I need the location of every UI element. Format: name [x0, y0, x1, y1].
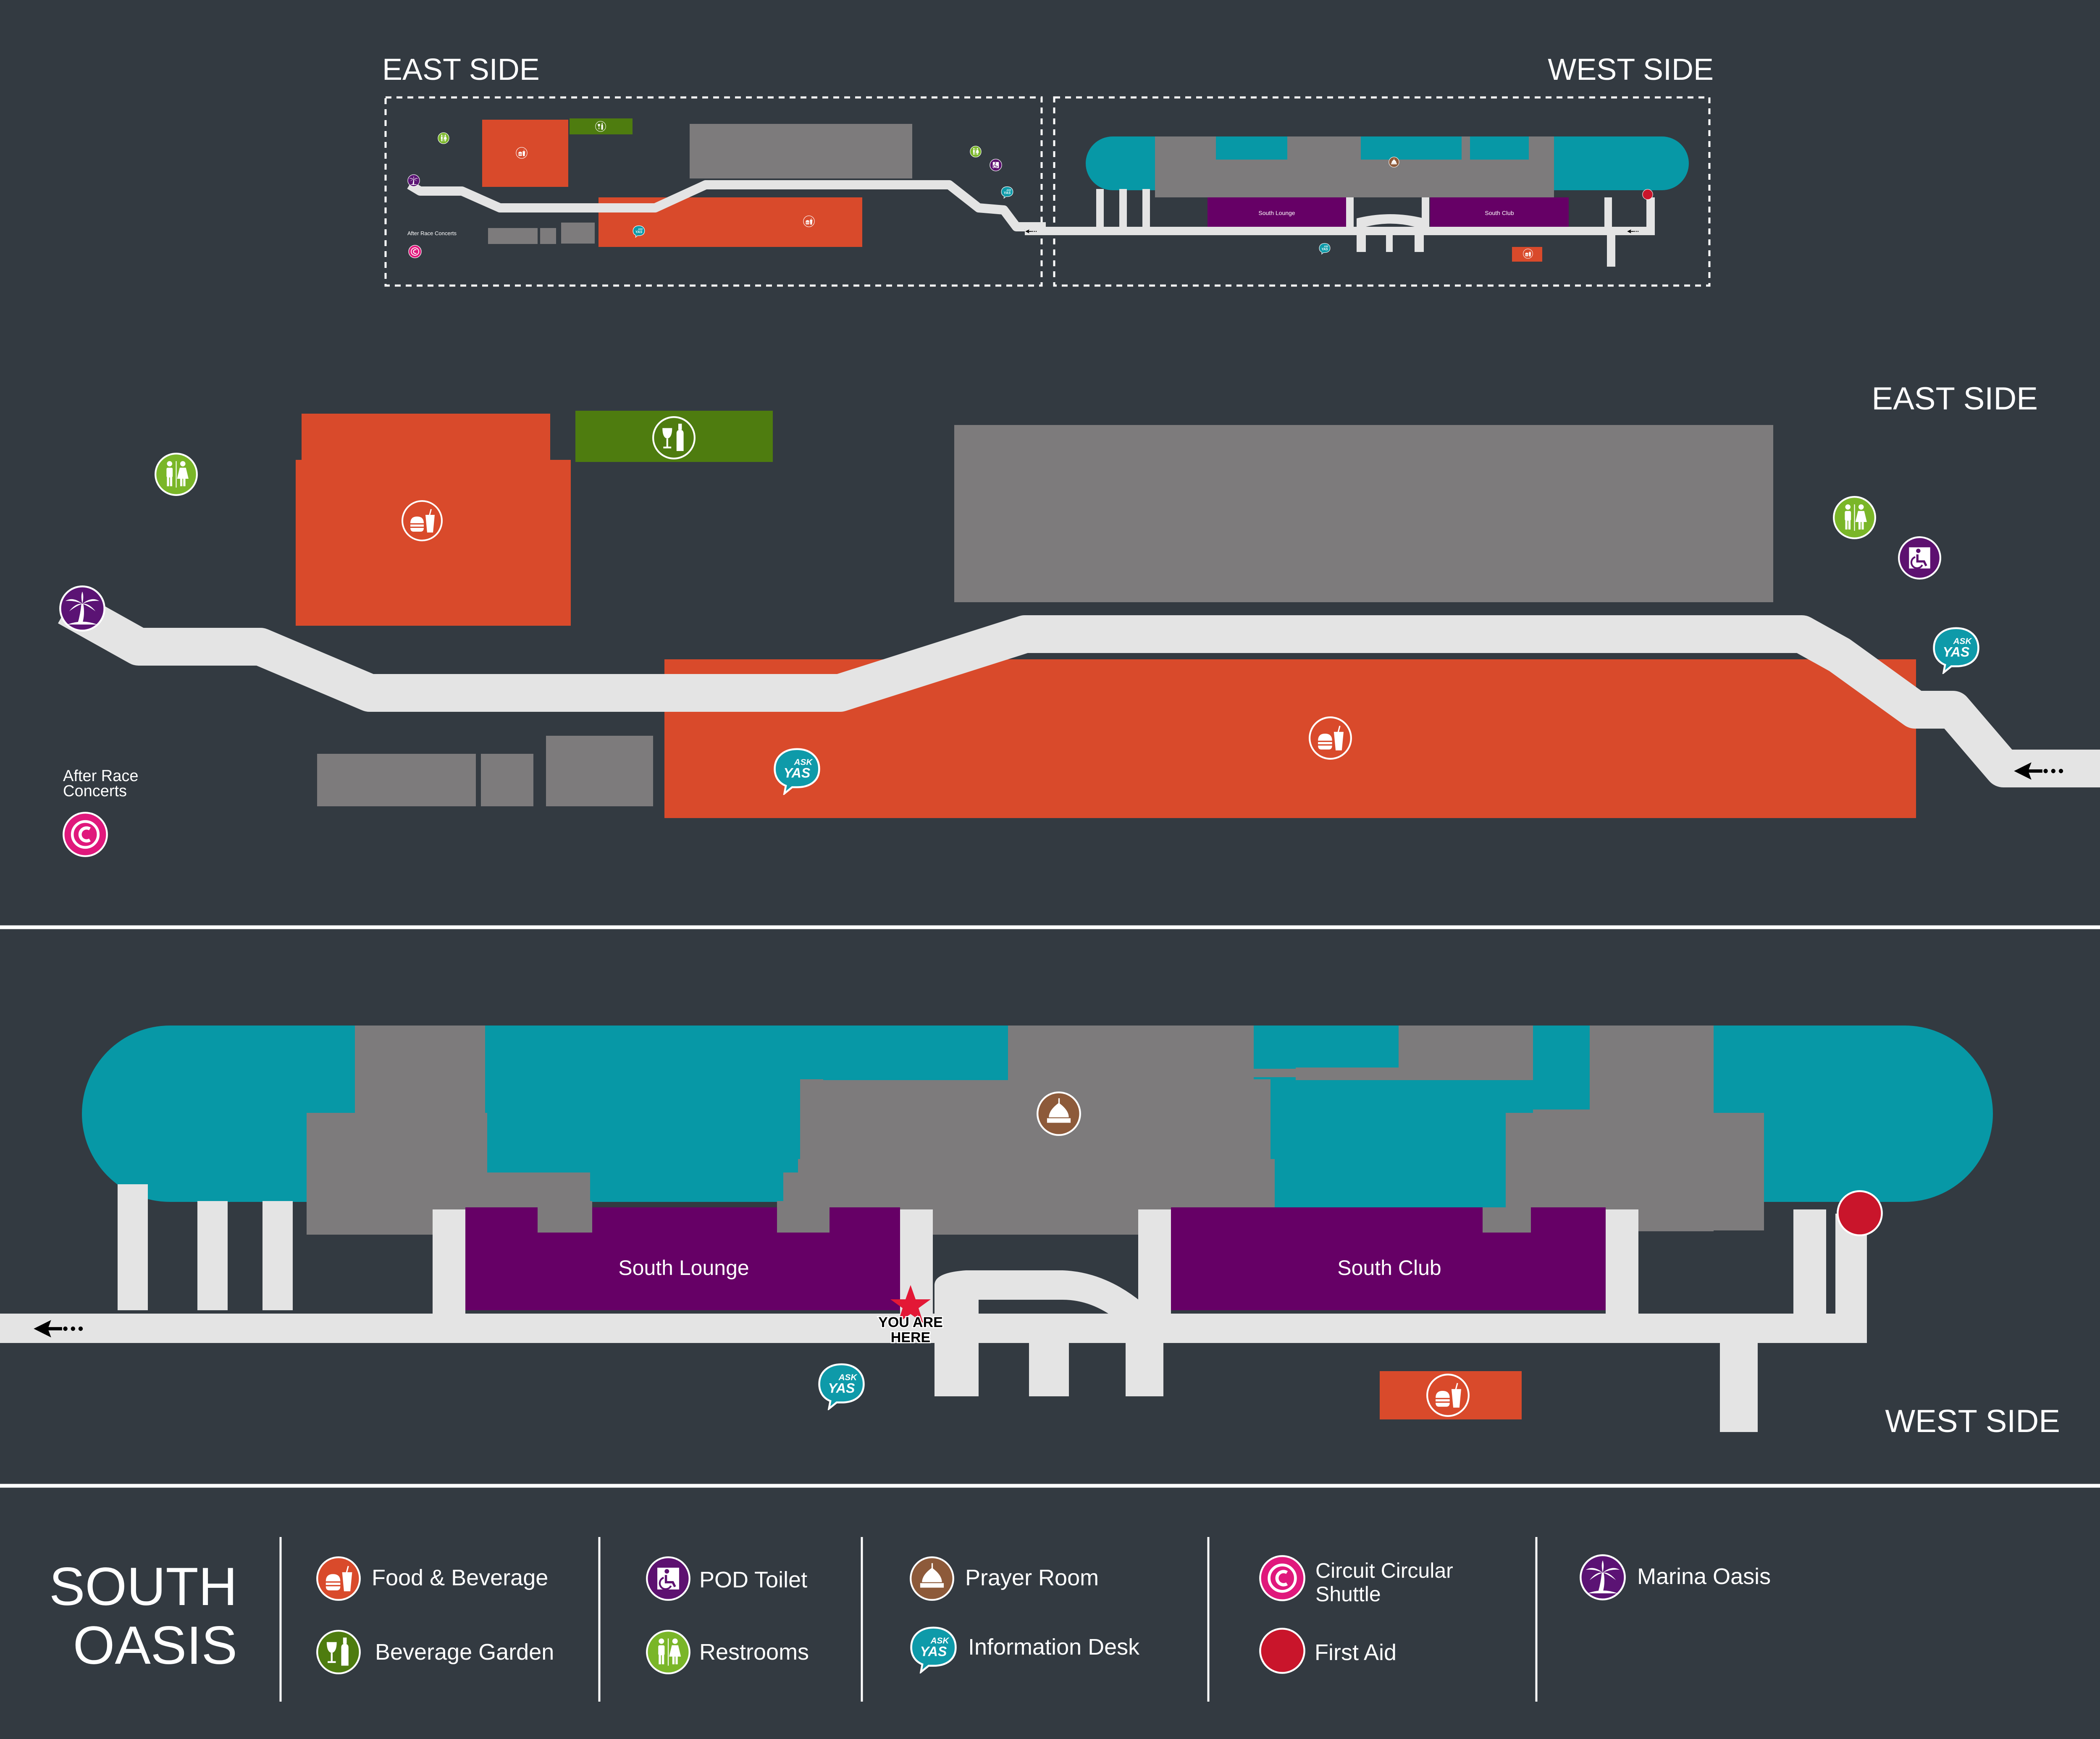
building-east-large: [954, 425, 1773, 602]
legend-pod-toilet: POD Toilet: [699, 1567, 807, 1592]
circuit-shuttle-icon-east[interactable]: [63, 813, 107, 856]
legend: SOUTH OASIS Food & Beverage Beverage Gar…: [49, 1537, 1771, 1702]
food-icon-east-2[interactable]: [1310, 717, 1351, 759]
legend-prayer-room-icon: [911, 1557, 953, 1600]
east-side-map: EAST SIDE After Race Concerts: [58, 381, 2100, 856]
legend-information-desk: Information Desk: [968, 1634, 1140, 1660]
food-area-1b[interactable]: [296, 460, 571, 626]
info-desk-icon-west[interactable]: [819, 1364, 864, 1409]
overview-south-club: South Club: [1485, 210, 1514, 216]
legend-title-line2: OASIS: [73, 1616, 237, 1676]
building-east-small-2: [481, 754, 533, 806]
food-icon-east-1[interactable]: [402, 500, 443, 541]
legend-food-beverage: Food & Beverage: [372, 1565, 548, 1590]
overview-east-frame[interactable]: [384, 96, 1043, 287]
pod-toilet-icon-east[interactable]: [1899, 537, 1940, 579]
you-are-here-line2: HERE: [891, 1330, 930, 1346]
legend-first-aid: First Aid: [1315, 1640, 1396, 1665]
overview-map: EAST SIDE WEST SIDE After Rac: [382, 53, 1714, 287]
first-aid-icon-west[interactable]: [1838, 1191, 1882, 1235]
building-east-small-3: [546, 736, 653, 806]
overview-south-lounge: South Lounge: [1258, 210, 1295, 216]
legend-marina-oasis-icon: [1580, 1555, 1625, 1599]
overview-after-race: After Race Concerts: [407, 230, 457, 236]
west-walkways[interactable]: [0, 1184, 1867, 1432]
prayer-room-icon[interactable]: [1037, 1092, 1080, 1135]
overview-west-label: WEST SIDE: [1548, 53, 1714, 87]
marina-oasis-icon-east[interactable]: [60, 586, 104, 630]
east-side-title: EAST SIDE: [1872, 381, 2038, 417]
south-lounge-label: South Lounge: [618, 1256, 749, 1280]
overview-west-frame[interactable]: [1053, 96, 1711, 287]
legend-information-desk-icon: [911, 1628, 956, 1672]
west-side-map: WEST SIDE: [0, 1026, 2060, 1439]
legend-circuit-shuttle-icon: [1260, 1556, 1304, 1600]
legend-restrooms: Restrooms: [699, 1639, 809, 1665]
after-race-label-1: After Race: [63, 767, 139, 785]
legend-prayer-room: Prayer Room: [965, 1565, 1099, 1590]
legend-circuit-shuttle-2: Shuttle: [1315, 1582, 1381, 1606]
food-icon-west[interactable]: [1427, 1374, 1469, 1416]
south-club-label: South Club: [1337, 1256, 1441, 1280]
you-are-here-marker: YOU ARE HERE: [877, 1285, 944, 1347]
legend-beverage-garden-icon: [317, 1631, 360, 1673]
restrooms-icon-east-1[interactable]: [155, 454, 197, 495]
building-east-small-1: [317, 754, 476, 806]
restrooms-icon-east-2[interactable]: [1834, 497, 1875, 538]
legend-marina-oasis: Marina Oasis: [1637, 1564, 1771, 1589]
after-race-label-2: Concerts: [63, 782, 127, 800]
legend-first-aid-icon: [1260, 1629, 1304, 1673]
overview-east-map: After Race Concerts: [407, 118, 1046, 258]
you-are-here-line1: YOU ARE: [878, 1314, 943, 1330]
legend-food-beverage-icon: [317, 1557, 360, 1600]
beverage-garden-icon-east[interactable]: [653, 417, 695, 459]
legend-restrooms-icon: [647, 1631, 690, 1673]
food-area-1[interactable]: [302, 414, 550, 460]
overview-east-label: EAST SIDE: [382, 53, 540, 87]
legend-title-line1: SOUTH: [49, 1557, 237, 1617]
legend-circuit-shuttle-1: Circuit Circular: [1315, 1559, 1453, 1582]
east-walkway[interactable]: [58, 590, 2100, 787]
west-side-title: WEST SIDE: [1885, 1403, 2060, 1439]
legend-beverage-garden: Beverage Garden: [375, 1639, 554, 1665]
legend-pod-toilet-icon: [647, 1557, 690, 1600]
info-desk-icon-east-2[interactable]: [1934, 628, 1979, 673]
overview-west-map: South Lounge South Club: [1025, 136, 1689, 267]
south-club[interactable]: [1171, 1207, 1606, 1310]
